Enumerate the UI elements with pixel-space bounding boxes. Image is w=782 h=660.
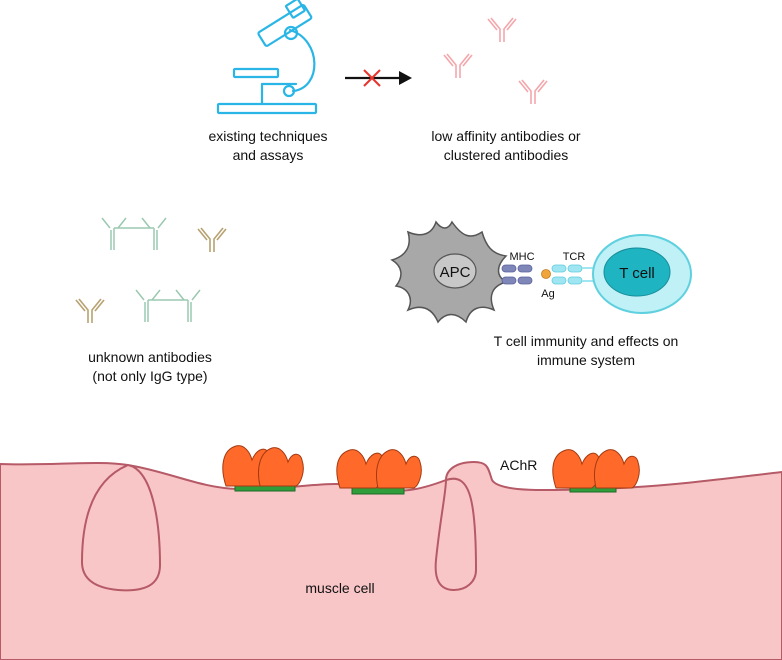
achr-receptor xyxy=(552,449,640,493)
tcell-label: T cell xyxy=(619,265,655,282)
caption-low-affinity-line1: low affinity antibodies or xyxy=(431,128,580,144)
blocked-arrow-icon xyxy=(345,69,412,87)
mhc-label: MHC xyxy=(509,251,534,263)
caption-tcell-line1: T cell immunity and effects on xyxy=(494,333,679,349)
antibody-icon xyxy=(197,227,227,253)
caption-existing-line1: existing techniques xyxy=(208,128,327,144)
antibody-cluster-icon xyxy=(101,217,167,251)
apc-cell xyxy=(390,220,508,324)
mhc-molecule xyxy=(501,264,533,285)
antibody-icon xyxy=(75,298,105,324)
microscope-icon xyxy=(216,0,318,115)
antibody-cluster-icon xyxy=(135,289,201,323)
achr-receptor xyxy=(222,445,304,492)
caption-low-affinity-line2: clustered antibodies xyxy=(444,147,569,163)
muscle-cell xyxy=(0,460,782,660)
caption-unknown-line1: unknown antibodies xyxy=(88,349,212,365)
green-antibody-clusters xyxy=(101,217,201,323)
caption-tcell-line2: immune system xyxy=(537,352,635,368)
caption-unknown-line2: (not only IgG type) xyxy=(92,368,207,384)
tcr-molecule xyxy=(551,264,600,285)
antigen-dot xyxy=(541,269,551,279)
apc-label: APC xyxy=(440,264,471,281)
t-cell xyxy=(592,234,692,314)
achr-label: AChR xyxy=(500,457,537,473)
antibody-icon xyxy=(443,53,473,79)
tan-antibodies xyxy=(75,227,227,324)
tcr-label: TCR xyxy=(563,251,586,263)
antibody-icon xyxy=(487,17,517,43)
antibody-icon xyxy=(518,79,548,105)
achr-receptor xyxy=(336,449,422,495)
ag-label: Ag xyxy=(541,288,554,300)
achr-receptors xyxy=(222,445,640,495)
muscle-cell-label: muscle cell xyxy=(305,580,374,596)
caption-existing-line2: and assays xyxy=(233,147,304,163)
pink-antibodies xyxy=(443,17,548,105)
